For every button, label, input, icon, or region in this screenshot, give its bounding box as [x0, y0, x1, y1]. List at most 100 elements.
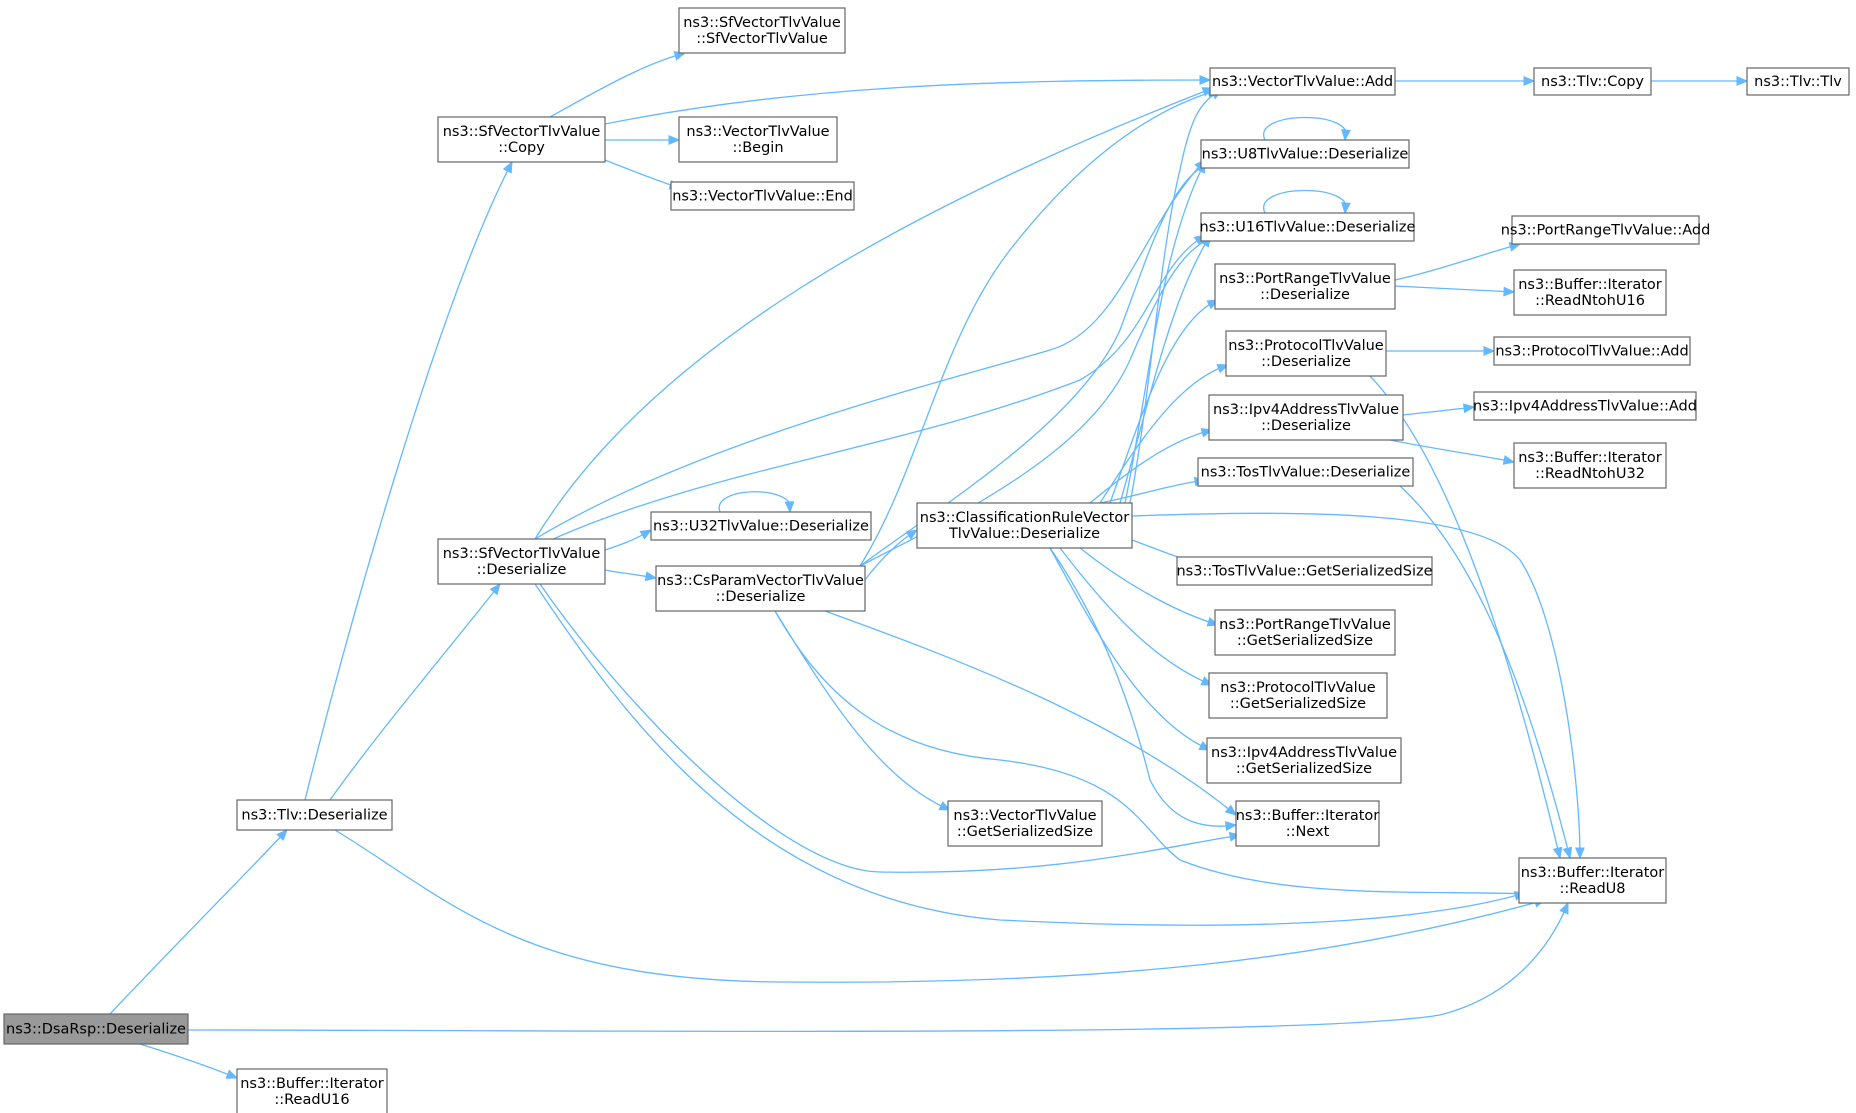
edge-sfcopy-to-vend — [604, 159, 681, 189]
node-box-bnext[interactable] — [1235, 800, 1380, 847]
node-label-prdeser-line-0: ns3::PortRangeTlvValue — [1219, 271, 1391, 287]
node-box-csdeser[interactable] — [655, 565, 866, 612]
node-box-rdn32[interactable] — [1513, 442, 1667, 489]
edge-arrowhead-csdeser-to-bnext — [1224, 804, 1238, 816]
node-tlvcopy[interactable]: ns3::Tlv::Copy — [1533, 67, 1652, 96]
node-sfdeser[interactable]: ns3::SfVectorTlvValue::Deserialize — [437, 538, 606, 585]
edge-arrowhead-sfdeser-to-u32deser — [639, 529, 653, 540]
node-vgetsize[interactable]: ns3::VectorTlvValue::GetSerializedSize — [947, 800, 1103, 847]
node-ptgs[interactable]: ns3::ProtocolTlvValue::GetSerializedSize — [1208, 672, 1388, 719]
node-box-u32deser[interactable] — [650, 511, 872, 541]
node-rdn32[interactable]: ns3::Buffer::Iterator::ReadNtohU32 — [1513, 442, 1667, 489]
node-box-ipgs[interactable] — [1206, 737, 1402, 784]
node-box-dsarsp[interactable] — [3, 1013, 189, 1045]
node-box-tosdeser[interactable] — [1197, 457, 1414, 487]
node-box-ipadd[interactable] — [1473, 391, 1697, 421]
node-label-ptgs-line-1: ::GetSerializedSize — [1230, 696, 1366, 712]
node-box-rdn16[interactable] — [1513, 269, 1667, 316]
node-box-prdeser[interactable] — [1214, 263, 1396, 310]
node-dsarsp[interactable]: ns3::DsaRsp::Deserialize — [3, 1013, 189, 1045]
node-box-vgetsize[interactable] — [947, 800, 1103, 847]
node-box-tlvdeser[interactable] — [236, 799, 393, 831]
node-box-readu16[interactable] — [236, 1068, 388, 1113]
node-box-vadd[interactable] — [1209, 67, 1396, 96]
node-sfcopy[interactable]: ns3::SfVectorTlvValue::Copy — [437, 116, 606, 163]
node-u16deser[interactable]: ns3::U16TlvValue::Deserialize — [1200, 212, 1416, 242]
node-box-tosgs[interactable] — [1176, 556, 1433, 586]
node-label-ptgs-line-0: ns3::ProtocolTlvValue — [1220, 680, 1376, 696]
node-box-ptgs[interactable] — [1208, 672, 1388, 719]
node-label-tlvdeser-line-0: ns3::Tlv::Deserialize — [241, 808, 387, 824]
edge-tlvdeser-to-sfcopy — [304, 161, 513, 801]
node-box-vend[interactable] — [670, 181, 855, 211]
edge-dsarsp-to-readu8 — [187, 902, 1569, 1032]
node-box-tlvcopy[interactable] — [1533, 67, 1652, 96]
node-box-ptadd[interactable] — [1493, 336, 1691, 366]
node-box-ipdeser[interactable] — [1208, 394, 1404, 441]
edge-crdeser-to-ipgs — [1049, 547, 1211, 751]
node-ipdeser[interactable]: ns3::Ipv4AddressTlvValue::Deserialize — [1208, 394, 1404, 441]
edge-arrowhead-csdeser-to-crdeser — [905, 529, 919, 540]
node-label-crdeser-line-1: TlvValue::Deserialize — [948, 526, 1100, 542]
node-box-sfcopy[interactable] — [437, 116, 606, 163]
edge-tlvdeser-to-sfdeser — [329, 583, 501, 801]
node-prgs[interactable]: ns3::PortRangeTlvValue::GetSerializedSiz… — [1214, 609, 1396, 656]
node-box-tlvtlv[interactable] — [1746, 67, 1850, 96]
node-readu16[interactable]: ns3::Buffer::Iterator::ReadU16 — [236, 1068, 388, 1113]
edge-csdeser-to-vadd — [859, 89, 1219, 567]
edge-arrowhead-ptdeser-to-ptadd — [1483, 346, 1496, 356]
node-box-prgs[interactable] — [1214, 609, 1396, 656]
edge-csdeser-to-bnext — [824, 610, 1237, 816]
edge-tosdeser-to-readu8 — [1399, 485, 1571, 859]
node-rdn16[interactable]: ns3::Buffer::Iterator::ReadNtohU16 — [1513, 269, 1667, 316]
node-u8deser[interactable]: ns3::U8TlvValue::Deserialize — [1200, 139, 1410, 169]
node-ipgs[interactable]: ns3::Ipv4AddressTlvValue::GetSerializedS… — [1206, 737, 1402, 784]
node-box-crdeser[interactable] — [916, 502, 1133, 549]
node-box-ptdeser[interactable] — [1225, 330, 1387, 377]
edge-dsarsp-to-readu16 — [139, 1043, 238, 1079]
node-box-readu8[interactable] — [1518, 857, 1667, 904]
node-prdeser[interactable]: ns3::PortRangeTlvValue::Deserialize — [1214, 263, 1396, 310]
node-box-pradd[interactable] — [1511, 215, 1700, 245]
node-ipadd[interactable]: ns3::Ipv4AddressTlvValue::Add — [1473, 391, 1697, 421]
node-readu8[interactable]: ns3::Buffer::Iterator::ReadU8 — [1518, 857, 1667, 904]
node-label-vbegin-line-0: ns3::VectorTlvValue — [686, 124, 829, 140]
edge-arrowhead-csdeser-to-vgetsize — [938, 801, 952, 811]
node-vend[interactable]: ns3::VectorTlvValue::End — [670, 181, 855, 211]
node-label-ipgs-line-0: ns3::Ipv4AddressTlvValue — [1211, 745, 1397, 761]
node-csdeser[interactable]: ns3::CsParamVectorTlvValue::Deserialize — [655, 565, 866, 612]
node-box-u16deser[interactable] — [1200, 212, 1415, 242]
edge-ipdeser-to-ipadd — [1402, 406, 1475, 416]
node-crdeser[interactable]: ns3::ClassificationRuleVectorTlvValue::D… — [916, 502, 1133, 549]
edge-arrowhead-dsarsp-to-readu16 — [225, 1069, 239, 1079]
edge-arrowhead-vadd-to-tlvcopy — [1523, 76, 1536, 86]
edge-arrowhead-crdeser-to-ptdeser — [1216, 364, 1230, 374]
node-vadd[interactable]: ns3::VectorTlvValue::Add — [1209, 67, 1396, 96]
node-label-tlvcopy-line-0: ns3::Tlv::Copy — [1541, 74, 1644, 90]
node-pradd[interactable]: ns3::PortRangeTlvValue::Add — [1501, 215, 1711, 245]
node-tosdeser[interactable]: ns3::TosTlvValue::Deserialize — [1197, 457, 1414, 487]
node-label-prgs-line-1: ::GetSerializedSize — [1237, 633, 1373, 649]
node-label-vbegin-line-1: ::Begin — [732, 140, 783, 156]
node-label-readu8-line-0: ns3::Buffer::Iterator — [1521, 865, 1665, 881]
node-bnext[interactable]: ns3::Buffer::Iterator::Next — [1235, 800, 1380, 847]
node-sfctor[interactable]: ns3::SfVectorTlvValue::SfVectorTlvValue — [678, 7, 846, 54]
node-tlvtlv[interactable]: ns3::Tlv::Tlv — [1746, 67, 1850, 96]
node-box-vbegin[interactable] — [678, 116, 838, 163]
node-ptdeser[interactable]: ns3::ProtocolTlvValue::Deserialize — [1225, 330, 1387, 377]
node-box-u8deser[interactable] — [1200, 139, 1410, 169]
node-label-readu8-line-1: ::ReadU8 — [1559, 881, 1625, 897]
edge-crdeser-to-ptgs — [1059, 547, 1213, 686]
node-label-u8deser-line-0: ns3::U8TlvValue::Deserialize — [1202, 147, 1409, 163]
node-tosgs[interactable]: ns3::TosTlvValue::GetSerializedSize — [1176, 556, 1433, 586]
node-tlvdeser[interactable]: ns3::Tlv::Deserialize — [236, 799, 393, 831]
node-label-pradd-line-0: ns3::PortRangeTlvValue::Add — [1501, 223, 1711, 239]
node-ptadd[interactable]: ns3::ProtocolTlvValue::Add — [1493, 336, 1691, 366]
node-u32deser[interactable]: ns3::U32TlvValue::Deserialize — [650, 511, 872, 541]
node-label-prdeser-line-1: ::Deserialize — [1260, 287, 1350, 303]
node-box-sfdeser[interactable] — [437, 538, 606, 585]
edge-sfdeser-to-vadd — [534, 87, 1214, 540]
node-vbegin[interactable]: ns3::VectorTlvValue::Begin — [678, 116, 838, 163]
node-box-sfctor[interactable] — [678, 7, 846, 54]
